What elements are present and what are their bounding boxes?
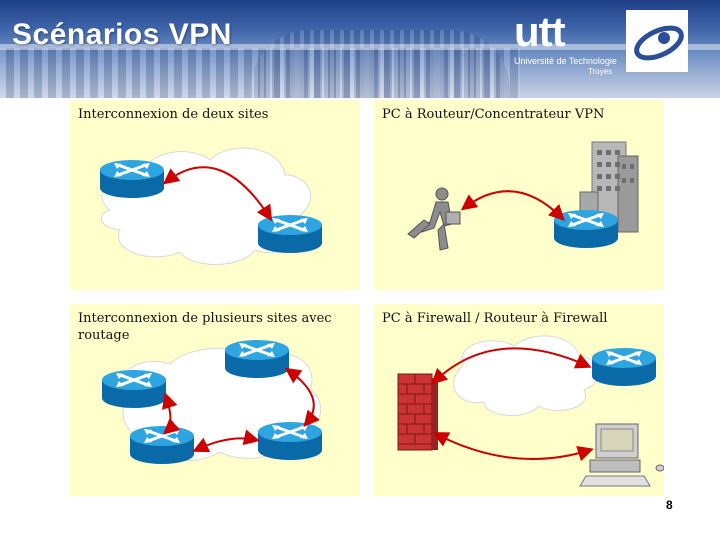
header-building-photo xyxy=(250,30,510,98)
diagram-multi-sites xyxy=(100,338,324,466)
router-icon xyxy=(98,158,166,200)
router-icon xyxy=(128,424,196,466)
router-icon xyxy=(100,368,168,410)
panel-caption: PC à Routeur/Concentrateur VPN xyxy=(382,107,605,122)
logo-subtitle: Université de Technologie xyxy=(514,56,617,66)
vpn-tunnel-arrow xyxy=(284,367,320,428)
header-banner xyxy=(0,0,720,98)
panel-pc-to-router: PC à Routeur/Concentrateur VPN xyxy=(374,100,664,290)
page-number: 8 xyxy=(666,498,673,512)
logo-wordmark: utt xyxy=(514,8,566,55)
firewall-icon xyxy=(397,373,438,451)
panel-caption: Interconnexion de deux sites xyxy=(78,107,269,122)
router-icon xyxy=(590,346,658,388)
panel-caption: Interconnexion de plusieurs sites avec r… xyxy=(78,311,332,343)
panel-caption: PC à Firewall / Routeur à Firewall xyxy=(382,311,608,326)
router-icon xyxy=(223,338,291,380)
diagram-pc-to-firewall xyxy=(397,335,664,487)
diagram-two-sites xyxy=(98,147,324,265)
mobile-user-icon xyxy=(407,187,461,251)
router-icon xyxy=(256,213,324,255)
diagram-pc-to-router xyxy=(407,141,639,251)
utt-logo: utt Université de Technologie Troyes xyxy=(508,6,712,76)
logo-city: Troyes xyxy=(588,67,613,76)
logo-emblem xyxy=(626,10,688,72)
workstation-icon xyxy=(579,423,664,487)
header-roofline xyxy=(0,44,720,50)
panel-pc-to-firewall: PC à Firewall / Routeur à Firewall xyxy=(374,304,664,496)
vpn-tunnel-arrow xyxy=(162,392,181,435)
page-title: Scénarios VPN xyxy=(12,18,232,51)
header-stripes xyxy=(0,48,520,98)
panel-two-sites: Interconnexion de deux sites xyxy=(70,100,360,290)
cloud xyxy=(453,335,600,417)
vpn-tunnel-arrow xyxy=(432,432,594,462)
vpn-tunnel-arrow xyxy=(162,166,273,222)
vpn-tunnel-arrow xyxy=(192,429,260,453)
panel-multi-sites: Interconnexion de plusieurs sites avec r… xyxy=(70,304,360,496)
vpn-tunnel-arrow xyxy=(460,190,565,221)
router-icon xyxy=(552,208,620,250)
router-icon xyxy=(256,420,324,462)
vpn-tunnel-arrow xyxy=(431,347,592,385)
